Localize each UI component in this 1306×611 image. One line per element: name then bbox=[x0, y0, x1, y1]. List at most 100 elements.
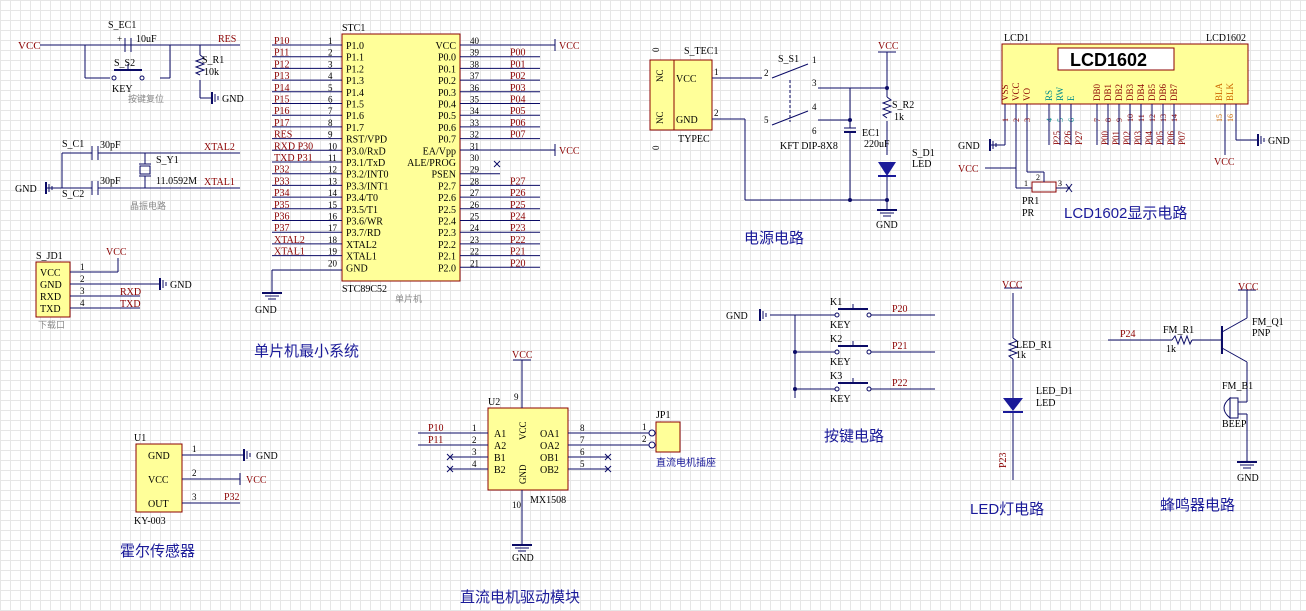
mcu-pin-name: P0.5 bbox=[438, 111, 456, 122]
lcd-pin-name: DB2 bbox=[1114, 84, 1124, 101]
reset-res-ref: S_R1 bbox=[202, 55, 224, 66]
mcu-pin-num: 37 bbox=[470, 71, 480, 81]
download-num-2: 2 bbox=[80, 274, 85, 284]
led-res-val: 1k bbox=[1016, 350, 1026, 361]
mcu-pin-name: P0.7 bbox=[438, 135, 456, 146]
hall-pin-vcc: VCC bbox=[148, 475, 169, 486]
mcu-gnd-label: GND bbox=[255, 305, 277, 316]
lcd-pin-name: DB5 bbox=[1147, 83, 1157, 101]
mcu-pin-num: 33 bbox=[470, 118, 480, 128]
mcu-pin-name: P1.2 bbox=[346, 64, 364, 75]
reset-sw-ref: S_S2 bbox=[114, 58, 135, 69]
mcu-net-label: P26 bbox=[510, 188, 526, 199]
mcu-net-label: P32 bbox=[274, 165, 290, 176]
lcd-pr-p3: 3 bbox=[1058, 179, 1062, 188]
mcu-net-label: RXD P30 bbox=[274, 141, 313, 152]
mcu-pin-name: P1.5 bbox=[346, 100, 364, 111]
mcu-net-label: P33 bbox=[274, 176, 290, 187]
mcu-net-label: P13 bbox=[274, 71, 290, 82]
mcu-net-label: P15 bbox=[274, 95, 290, 106]
key-ref: K1 bbox=[830, 297, 842, 308]
mcu-pin-num: 3 bbox=[328, 59, 333, 69]
hall-num-3: 3 bbox=[192, 492, 197, 502]
power-sw-p4: 4 bbox=[812, 102, 817, 112]
motor-pin-name: OA2 bbox=[540, 441, 559, 452]
mcu-pin-name: XTAL2 bbox=[346, 240, 377, 251]
mcu-pin-num: 25 bbox=[470, 212, 480, 222]
power-jack-zero2: 0 bbox=[651, 145, 661, 150]
lcd-pins: VSS1VCC2VO3RS4P25RW5P26E6P27DB07P00DB18P… bbox=[1000, 82, 1235, 145]
mcu-pin-name: P2.6 bbox=[438, 193, 456, 204]
mcu-pin-name: P0.0 bbox=[438, 53, 456, 64]
mcu-pin-name: P2.3 bbox=[438, 228, 456, 239]
mcu-pin-name: P2.1 bbox=[438, 252, 456, 263]
motor-driver[interactable] bbox=[487, 407, 681, 491]
power-sw-p5: 5 bbox=[764, 115, 769, 125]
hall-sensor[interactable] bbox=[135, 443, 183, 513]
mcu-pin-name: P1.7 bbox=[346, 123, 364, 134]
motor-pin-name: OB1 bbox=[540, 453, 559, 464]
mcu-pin-name: P2.7 bbox=[438, 181, 456, 192]
mcu-pin-num: 18 bbox=[328, 235, 338, 245]
download-pin-2: GND bbox=[40, 280, 62, 291]
lcd-pin-name: DB7 bbox=[1169, 83, 1179, 101]
motor-gnd-pin: 10 bbox=[512, 500, 522, 510]
crystal-c2-ref: S_C2 bbox=[62, 189, 84, 200]
mcu-net-label: P21 bbox=[510, 247, 526, 258]
download-num-3: 3 bbox=[80, 286, 85, 296]
led-vcc: VCC bbox=[1002, 280, 1023, 291]
lcd-net-label: P27 bbox=[1074, 130, 1084, 145]
lcd-net-label: P06 bbox=[1166, 130, 1176, 145]
power-jack-ref: S_TEC1 bbox=[684, 46, 718, 57]
lcd-pr-ref: PR1 bbox=[1022, 196, 1039, 207]
key-val: KEY bbox=[830, 394, 851, 405]
lcd-pin-name: DB1 bbox=[1103, 84, 1113, 101]
mcu-pin-num: 27 bbox=[470, 188, 480, 198]
reset-res-val: 10k bbox=[204, 67, 219, 78]
mcu-net-label: P23 bbox=[510, 223, 526, 234]
mcu-pin-name: P1.1 bbox=[346, 53, 364, 64]
mcu-pin-name: P1.6 bbox=[346, 111, 364, 122]
lcd-part: LCD1602 bbox=[1206, 33, 1246, 44]
motor-pin-name: B2 bbox=[494, 465, 506, 476]
reset-net-res: RES bbox=[218, 34, 236, 45]
key-val: KEY bbox=[830, 320, 851, 331]
led-net: P23 bbox=[998, 452, 1009, 468]
motor-pin-num: 4 bbox=[472, 459, 477, 469]
download-pin-4: TXD bbox=[40, 304, 61, 315]
mcu-pin-num: 36 bbox=[470, 83, 480, 93]
mcu-pin-num: 7 bbox=[328, 106, 333, 116]
reset-cap-plus: + bbox=[117, 34, 122, 44]
mcu-pin-num: 30 bbox=[470, 153, 480, 163]
motor-pin-num: 7 bbox=[580, 435, 585, 445]
lcd-net-label: P05 bbox=[1155, 130, 1165, 145]
hall-vcc: VCC bbox=[246, 475, 267, 486]
crystal-c1-val: 30pF bbox=[100, 140, 121, 151]
lcd-pin-name: BLA bbox=[1214, 82, 1224, 101]
mcu-pin-name: P3.4/T0 bbox=[346, 193, 378, 204]
mcu-pin-num: 4 bbox=[328, 71, 333, 81]
mcu-pin-num: 26 bbox=[470, 200, 480, 210]
key-net: P22 bbox=[892, 378, 908, 389]
mcu-net-label: P10 bbox=[274, 36, 290, 47]
buzzer-res-val: 1k bbox=[1166, 344, 1176, 355]
lcd-wires bbox=[985, 104, 1265, 193]
lcd-module[interactable] bbox=[1001, 43, 1249, 105]
mcu-net-label: P14 bbox=[274, 83, 290, 94]
crystal-xtal2: XTAL2 bbox=[204, 142, 235, 153]
lcd-pin-name: E bbox=[1066, 95, 1076, 101]
mcu-net-label: P35 bbox=[274, 200, 290, 211]
motor-pin-num: 6 bbox=[580, 447, 585, 457]
motor-gnd: GND bbox=[512, 553, 534, 564]
mcu-pin-num: 29 bbox=[470, 165, 480, 175]
mcu-chip[interactable] bbox=[341, 33, 461, 282]
mcu-caption: 单片机 bbox=[395, 293, 422, 304]
key-ref: K2 bbox=[830, 334, 842, 345]
mcu-ref: STC1 bbox=[342, 23, 365, 34]
power-led-val: LED bbox=[912, 159, 931, 170]
download-rxd: RXD bbox=[120, 287, 141, 298]
mcu-net-label: P37 bbox=[274, 223, 290, 234]
title-motor: 直流电机驱动模块 bbox=[460, 589, 580, 606]
mcu-pin-num: 31 bbox=[470, 141, 479, 151]
